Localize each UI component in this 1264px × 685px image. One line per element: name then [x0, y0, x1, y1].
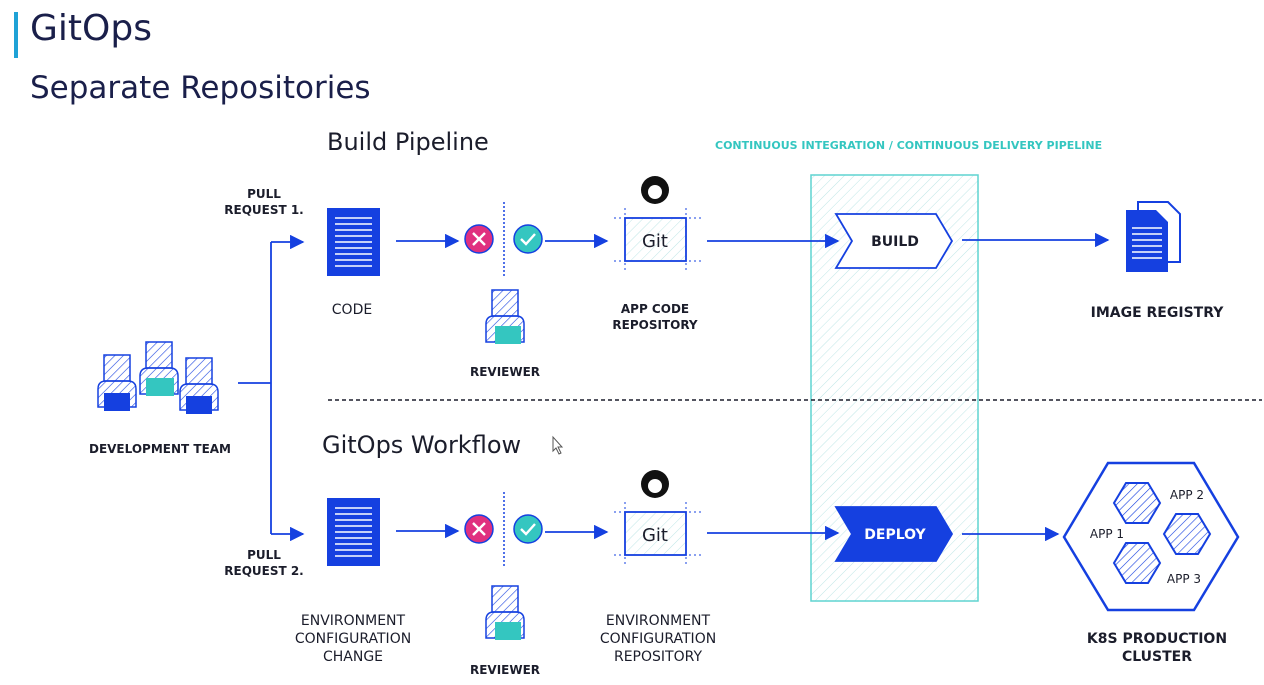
- page-title: GitOps: [30, 8, 152, 49]
- app-1-label: APP 1: [1090, 527, 1124, 541]
- code-document-icon: [327, 208, 380, 276]
- approve-check-icon: [513, 224, 543, 254]
- env-config-repository-label-line3: REPOSITORY: [614, 649, 702, 665]
- build-pipeline-heading: Build Pipeline: [327, 128, 489, 156]
- title-accent-bar: [14, 12, 18, 58]
- git-text: Git: [642, 231, 668, 252]
- reviewer-icon: [485, 289, 525, 344]
- page-subtitle: Separate Repositories: [30, 70, 371, 106]
- pull-request-2-label-line2: REQUEST 2.: [224, 564, 304, 578]
- k8s-cluster-label-line2: CLUSTER: [1122, 649, 1192, 665]
- k8s-cluster-icon: [1062, 461, 1240, 612]
- development-team-icon: [97, 341, 219, 414]
- app-3-label: APP 3: [1167, 572, 1201, 586]
- environment-change-document-icon: [327, 498, 380, 566]
- environment-change-label-line3: CHANGE: [323, 649, 383, 665]
- team-branch-connector: [238, 234, 305, 542]
- code-label: CODE: [332, 302, 372, 318]
- gitops-workflow-heading: GitOps Workflow: [322, 431, 521, 459]
- pull-request-1-label-line1: PULL: [247, 187, 281, 201]
- github-icon: [641, 470, 669, 498]
- environment-change-label-line1: ENVIRONMENT: [301, 613, 406, 629]
- mouse-cursor-icon: [552, 435, 564, 455]
- app-code-repository-label-line2: REPOSITORY: [612, 318, 698, 332]
- deploy-stage-label: DEPLOY: [864, 527, 926, 543]
- github-icon: [641, 176, 669, 204]
- k8s-cluster-label-line1: K8S PRODUCTION: [1087, 631, 1227, 647]
- app-code-repository-label-line1: APP CODE: [621, 302, 689, 316]
- env-config-repository-label-line2: CONFIGURATION: [600, 631, 716, 647]
- pull-request-2-label-line1: PULL: [247, 548, 281, 562]
- git-text: Git: [642, 525, 668, 546]
- approve-check-icon: [513, 514, 543, 544]
- git-repository-icon: [614, 502, 704, 564]
- ci-cd-label: CONTINUOUS INTEGRATION / CONTINUOUS DELI…: [715, 139, 1102, 152]
- environment-change-label-line2: CONFIGURATION: [295, 631, 411, 647]
- reject-x-icon: [464, 514, 494, 544]
- reject-x-icon: [464, 224, 494, 254]
- reviewer-label: REVIEWER: [470, 365, 540, 379]
- reviewer-label: REVIEWER: [470, 663, 540, 677]
- build-stage-label: BUILD: [871, 234, 919, 250]
- pull-request-1-label-line2: REQUEST 1.: [224, 203, 304, 217]
- git-repository-icon: [614, 208, 704, 270]
- reviewer-icon: [485, 585, 525, 640]
- image-registry-label: IMAGE REGISTRY: [1091, 305, 1225, 321]
- build-stage: [834, 213, 954, 269]
- deploy-stage: [834, 506, 954, 562]
- env-config-repository-label-line1: ENVIRONMENT: [606, 613, 711, 629]
- image-registry-icon: [1126, 201, 1181, 272]
- app-2-label: APP 2: [1170, 488, 1204, 502]
- development-team-label: DEVELOPMENT TEAM: [89, 442, 231, 456]
